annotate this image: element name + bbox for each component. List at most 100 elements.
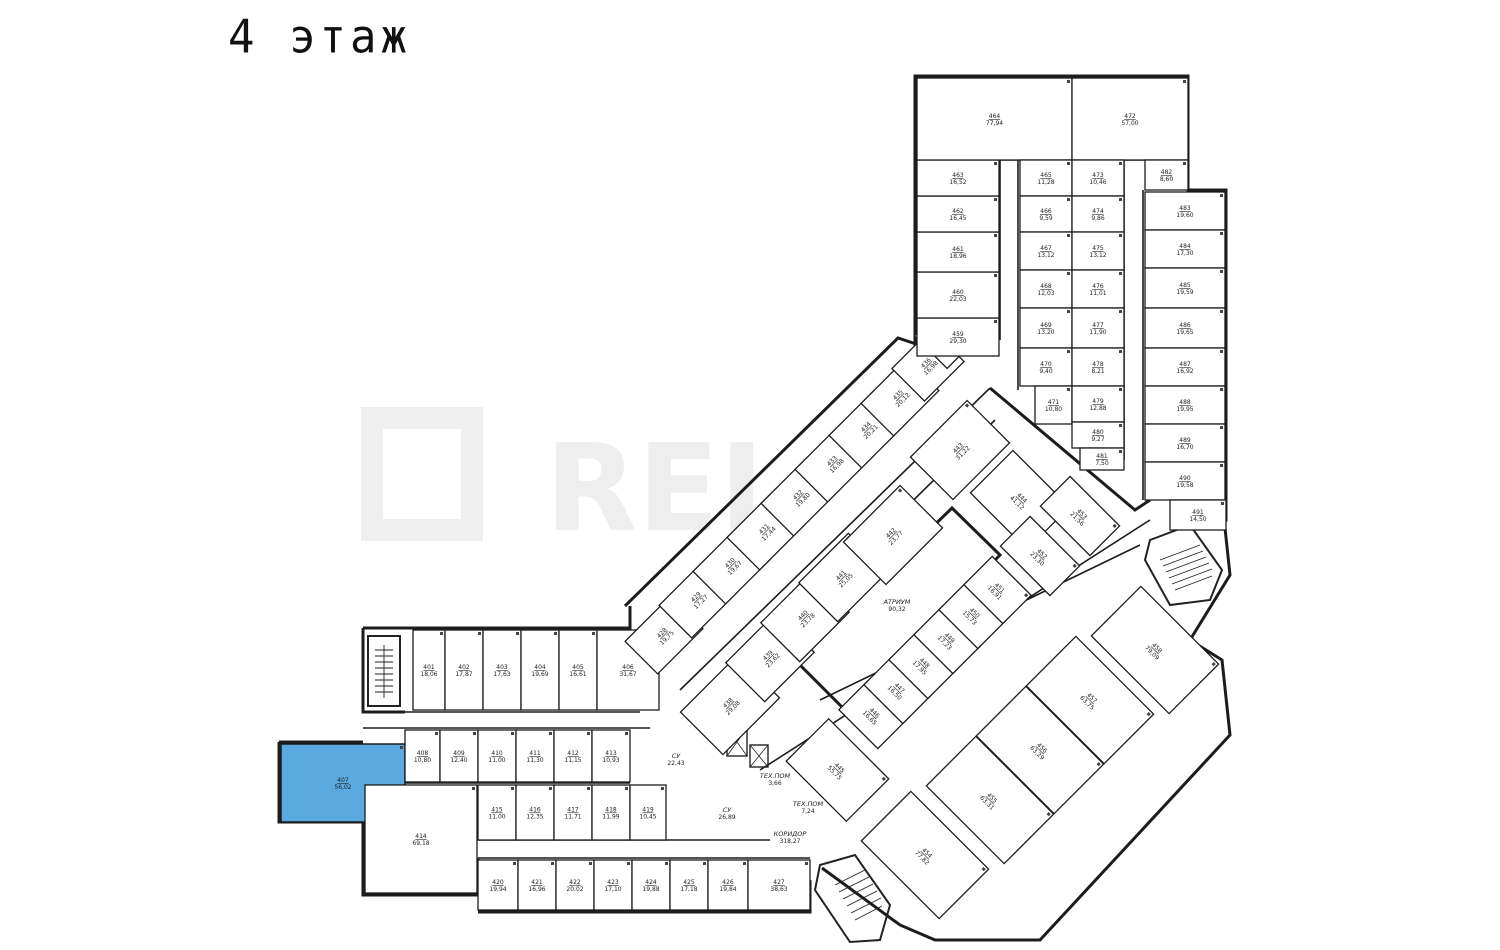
room-477-outline[interactable]: [1071, 307, 1125, 349]
room-427-outline[interactable]: [747, 859, 811, 911]
room-401-outline[interactable]: [412, 629, 446, 711]
room-413-outline[interactable]: [591, 729, 631, 783]
room-457-outline[interactable]: [1025, 635, 1155, 765]
room-460-outline[interactable]: [916, 271, 1000, 319]
room-478-outline[interactable]: [1071, 347, 1125, 387]
room-481-outline[interactable]: [1079, 447, 1125, 471]
room-451-outline[interactable]: [962, 555, 1033, 625]
room-466-outline[interactable]: [1019, 195, 1073, 233]
room-405-outline[interactable]: [558, 629, 598, 711]
room-444-outline[interactable]: [969, 449, 1071, 551]
room-445-outline[interactable]: [785, 717, 890, 823]
room-402-outline[interactable]: [444, 629, 484, 711]
room-486-outline[interactable]: [1144, 307, 1226, 349]
room-455-outline[interactable]: [925, 735, 1055, 865]
room-476-outline[interactable]: [1071, 269, 1125, 309]
room-470-outline[interactable]: [1019, 347, 1073, 387]
room-454-outline[interactable]: [860, 790, 990, 920]
room-468-outline[interactable]: [1019, 269, 1073, 309]
room-442-outline[interactable]: [842, 484, 944, 586]
room-488-outline[interactable]: [1144, 385, 1226, 425]
room-416-outline[interactable]: [515, 784, 555, 841]
room-409-outline[interactable]: [439, 729, 479, 783]
room-415-outline[interactable]: [477, 784, 517, 841]
room-490-outline[interactable]: [1144, 461, 1226, 501]
room-472-outline[interactable]: [1071, 77, 1189, 161]
room-461-outline[interactable]: [916, 231, 1000, 273]
room-420-outline[interactable]: [477, 859, 519, 911]
room-403-outline[interactable]: [482, 629, 522, 711]
room-452-outline[interactable]: [999, 515, 1081, 597]
room-412-outline[interactable]: [553, 729, 593, 783]
room-408-outline[interactable]: [404, 729, 441, 783]
room-458-outline[interactable]: [1090, 585, 1220, 715]
room-474-outline[interactable]: [1071, 195, 1125, 233]
room-469-outline[interactable]: [1019, 307, 1073, 349]
room-489-outline[interactable]: [1144, 423, 1226, 463]
room-491-outline[interactable]: [1169, 499, 1227, 531]
room-453-outline[interactable]: [1039, 475, 1121, 557]
room-459-outline[interactable]: [916, 317, 1000, 357]
room-482-outline[interactable]: [1144, 159, 1189, 191]
room-485-outline[interactable]: [1144, 267, 1226, 309]
room-479-outline[interactable]: [1071, 385, 1125, 423]
room-483-outline[interactable]: [1144, 191, 1226, 231]
room-443-outline[interactable]: [909, 399, 1011, 501]
room-471-outline[interactable]: [1034, 385, 1073, 425]
